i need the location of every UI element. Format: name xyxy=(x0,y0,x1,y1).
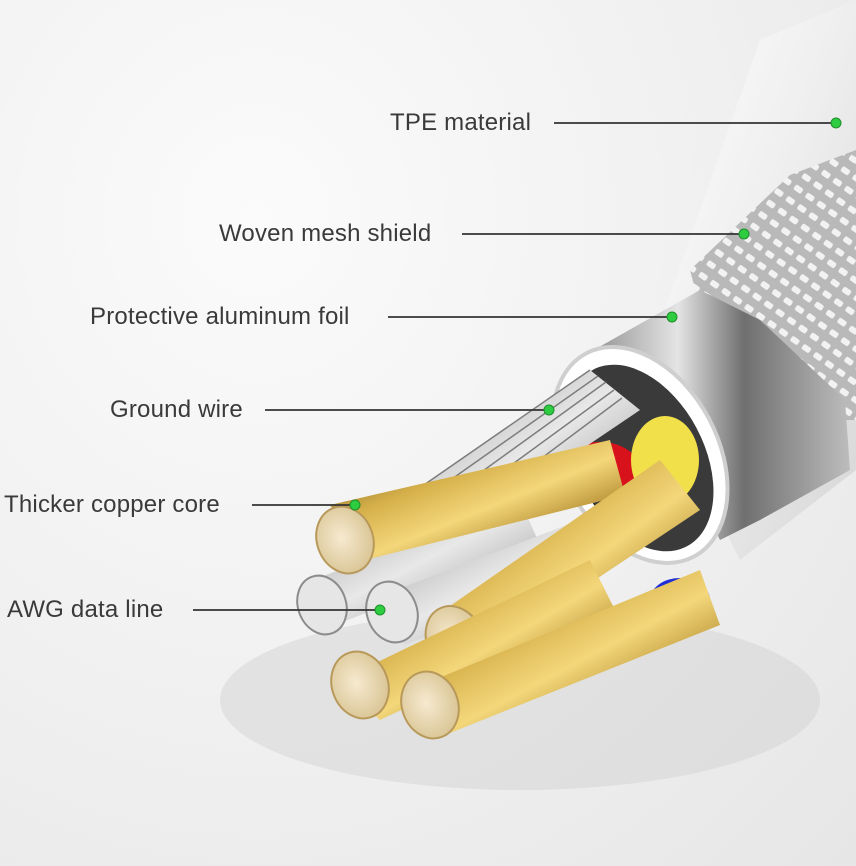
marker-ground xyxy=(543,404,555,416)
marker-foil xyxy=(666,311,678,323)
label-protective-aluminum-foil: Protective aluminum foil xyxy=(90,303,350,330)
leader-lines xyxy=(193,122,836,611)
label-tpe-material: TPE material xyxy=(390,109,532,136)
marker-mesh xyxy=(738,228,750,240)
data-line-end-1 xyxy=(296,574,348,636)
aluminum-foil-sleeve xyxy=(585,290,850,540)
label-woven-mesh-shield: Woven mesh shield xyxy=(219,220,432,247)
copper-core-1 xyxy=(330,440,625,560)
copper-core-face-4 xyxy=(400,670,460,740)
copper-core-face-1 xyxy=(315,505,375,575)
label-thicker-copper-core: Thicker copper core xyxy=(4,491,220,518)
marker-copper xyxy=(349,499,361,511)
copper-core-face-3 xyxy=(330,650,390,720)
label-awg-data-line: AWG data line xyxy=(7,596,164,623)
copper-core-4 xyxy=(410,570,720,735)
ground-wire-strands xyxy=(394,369,623,539)
marker-awg xyxy=(374,604,386,616)
marker-tpe xyxy=(830,117,842,129)
data-line-end-2 xyxy=(365,580,419,644)
callout-markers xyxy=(349,117,842,616)
label-ground-wire: Ground wire xyxy=(110,396,243,423)
